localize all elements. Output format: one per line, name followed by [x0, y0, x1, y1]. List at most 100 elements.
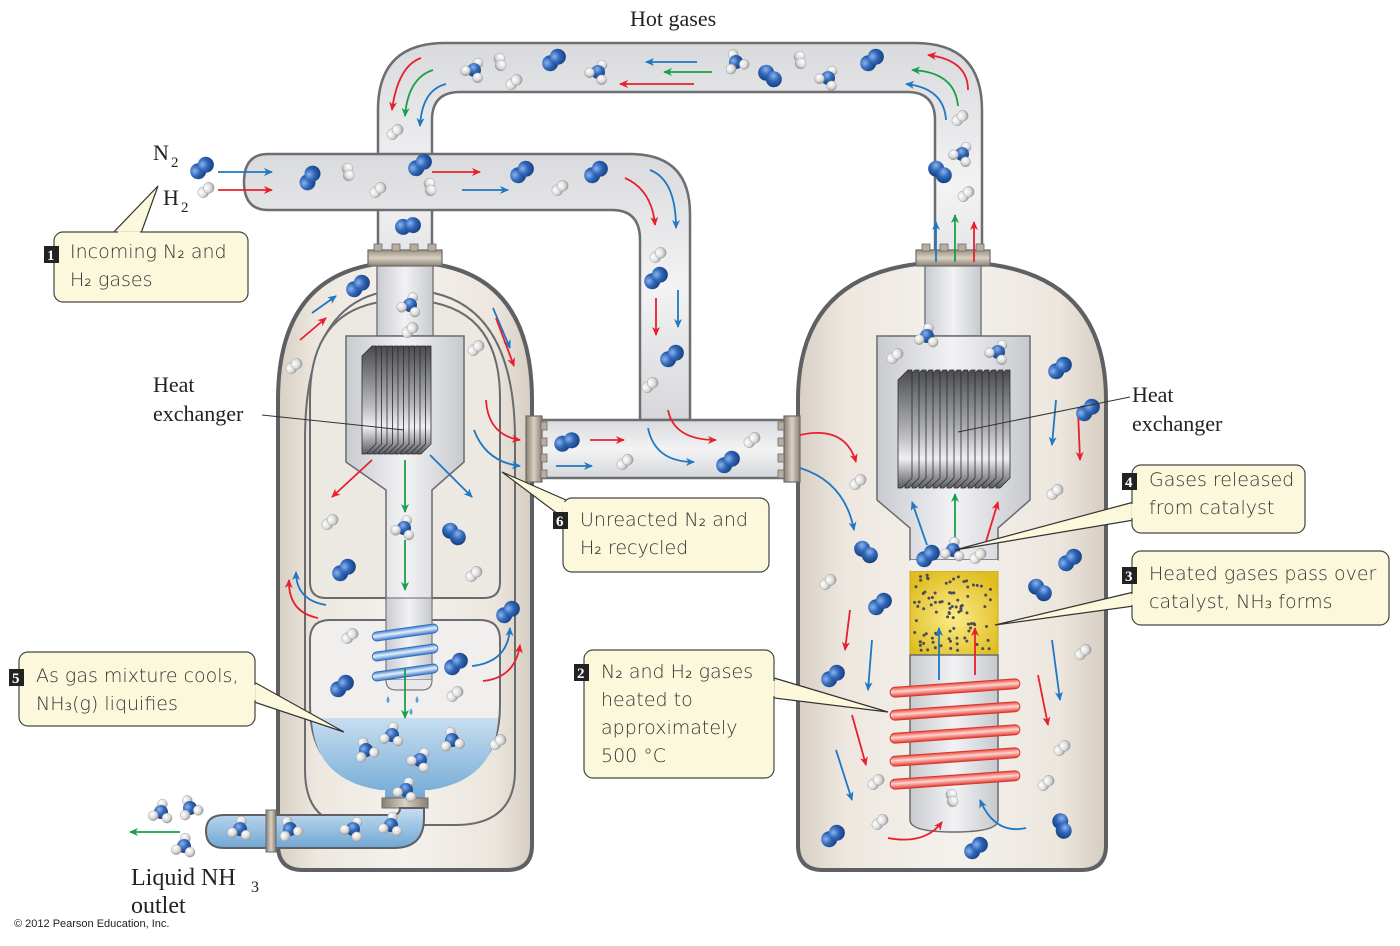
catalyst-particle: [918, 640, 922, 644]
n2-molecule: [716, 450, 740, 474]
n2-molecule: [916, 544, 940, 568]
catalyst-particle: [948, 629, 952, 633]
step-2-line-1: N₂ and H₂ gases: [601, 661, 753, 683]
catalyst-particle: [971, 583, 975, 587]
outlet-label-subscript: 3: [251, 879, 259, 896]
catalyst-particle: [962, 580, 966, 584]
catalyst-particle: [947, 611, 951, 615]
n2-molecule: [496, 600, 520, 624]
h2-molecule: [197, 182, 215, 198]
nh3-molecule: [339, 816, 363, 843]
catalyst-particle: [981, 647, 985, 651]
h2-molecule: [285, 358, 303, 374]
heat-exchanger-fin: [361, 345, 377, 455]
h2-molecule: [743, 432, 761, 448]
step-3-number: 3: [1125, 569, 1133, 585]
n2-molecule: [395, 217, 421, 235]
h2-molecule: [951, 110, 969, 126]
catalyst-particle: [950, 591, 954, 595]
step-3-line-1: Heated gases pass over: [1149, 563, 1377, 585]
h2-molecule: [641, 377, 659, 393]
catalyst-particle: [930, 595, 934, 599]
heat-exchanger-right-label-1: Heat: [1132, 382, 1174, 407]
catalyst-particle: [984, 593, 988, 597]
catalyst-particle: [931, 640, 935, 644]
nh3-molecule: [725, 49, 750, 75]
step-1-number: 1: [47, 248, 55, 264]
n2-molecule: [821, 824, 845, 848]
n2-molecule: [332, 558, 356, 582]
catalyst-particle: [952, 591, 956, 595]
h2-molecule: [341, 162, 355, 182]
h2-molecule: [871, 814, 889, 830]
n2-molecule: [660, 344, 684, 368]
nh3-molecule: [392, 777, 417, 803]
n2-molecule: [1076, 398, 1100, 422]
catalyst-particle: [959, 607, 963, 611]
catalyst-particle: [963, 636, 967, 640]
step-6-number: 6: [556, 514, 564, 530]
right-heat-exchanger-fins: [897, 369, 1011, 489]
catalyst-particle: [919, 575, 923, 579]
callout-step-4: 4 Gases released from catalyst: [954, 464, 1306, 551]
catalyst-particle: [914, 585, 918, 589]
catalyst-particle: [960, 604, 964, 608]
h2-molecule: [1074, 644, 1092, 660]
h2-molecule: [321, 514, 339, 530]
h2-molecule: [465, 566, 483, 582]
n2-molecule: [554, 432, 580, 452]
catalyst-particle: [965, 579, 969, 583]
nh3-molecule: [440, 726, 465, 752]
step-2-line-2: heated to: [601, 689, 693, 711]
right-vessel-reaction-chamber: [777, 243, 1108, 872]
n2-molecule: [821, 664, 845, 688]
n2-molecule: [442, 522, 466, 546]
n2-molecule: [644, 266, 668, 290]
n2-label-text: N: [153, 140, 169, 165]
copyright-notice: © 2012 Pearson Education, Inc.: [14, 918, 170, 930]
nh3-molecule: [396, 292, 421, 318]
nh3-molecule: [179, 795, 204, 821]
step-5-line-2: NH₃(g) liquifies: [36, 693, 178, 715]
heat-exchanger-left-label-2: exchanger: [153, 401, 244, 426]
nh3-molecule: [379, 721, 404, 747]
catalyst-particle: [947, 602, 951, 606]
catalyst-particle: [966, 594, 970, 598]
n2-molecule: [758, 64, 782, 88]
catalyst-particle: [949, 639, 953, 643]
n2-molecule: [330, 674, 354, 698]
nh3-molecule: [148, 798, 173, 824]
step-4-number: 4: [1125, 475, 1133, 491]
feed-pipe: [242, 152, 692, 422]
hot-gases-label: Hot gases: [630, 6, 716, 31]
h2-molecule: [446, 686, 464, 702]
nh3-molecule: [378, 811, 403, 837]
catalyst-particle: [944, 581, 948, 585]
catalyst-particle: [955, 642, 959, 646]
n2-inlet-label: N 2: [153, 140, 179, 171]
h2-molecule: [969, 548, 987, 564]
catalyst-particle: [925, 576, 929, 580]
catalyst-particle: [922, 607, 926, 611]
catalyst-particle: [930, 636, 934, 640]
catalyst-particle: [985, 625, 989, 629]
nh3-molecule: [460, 57, 484, 84]
nh3-molecule: [984, 339, 1008, 366]
heat-exchanger-left-leader: [261, 414, 405, 431]
catalyst-particle: [965, 611, 969, 615]
h2-molecule: [369, 182, 387, 198]
h2-molecule: [649, 247, 667, 263]
n2-molecule: [408, 153, 432, 177]
h2-label-text: H: [163, 185, 179, 210]
catalyst-particle: [966, 622, 970, 626]
h2-molecule: [867, 774, 885, 790]
molecules: [148, 48, 1100, 860]
h2-molecule: [793, 50, 807, 70]
heat-exchanger-right-leader: [957, 396, 1131, 433]
catalyst-particle: [916, 604, 920, 608]
catalyst-particle: [969, 626, 973, 630]
step-1-line-1: Incoming N₂ and: [70, 241, 227, 263]
catalyst-particle: [966, 585, 970, 589]
nh3-molecule: [940, 536, 965, 562]
